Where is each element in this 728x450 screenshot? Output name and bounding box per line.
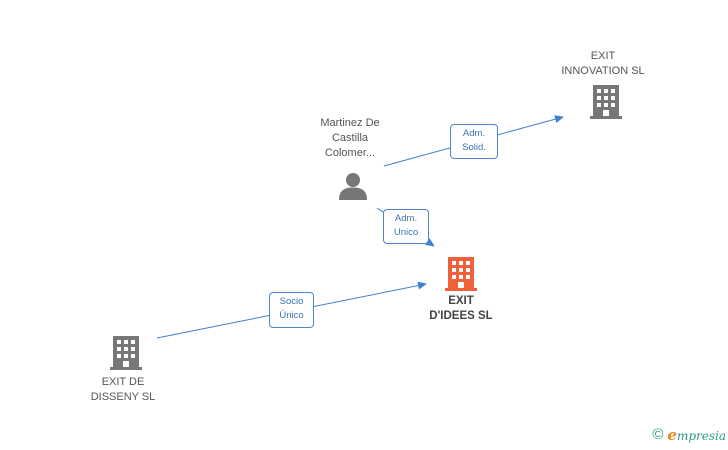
- empresia-logo[interactable]: © empresia: [652, 426, 726, 444]
- copyright-symbol: ©: [652, 426, 664, 443]
- building-icon[interactable]: [110, 336, 142, 370]
- person-node-label[interactable]: Martinez De Castilla Colomer...: [320, 117, 380, 159]
- edge-label-adm-unico[interactable]: Adm. Unico: [383, 209, 429, 244]
- edge-label-socio-unico[interactable]: Socio Único: [269, 292, 314, 328]
- idees-node-label[interactable]: EXIT D'IDEES SL: [429, 295, 493, 322]
- building-icon[interactable]: [590, 85, 622, 119]
- edge-label-adm-solid[interactable]: Adm. Solid.: [450, 124, 498, 159]
- building-icon[interactable]: [445, 257, 477, 291]
- innovation-node-label[interactable]: EXIT INNOVATION SL: [561, 50, 645, 77]
- brand-name: empresia: [667, 426, 726, 444]
- person-icon[interactable]: [338, 171, 368, 201]
- disseny-node-label[interactable]: EXIT DE DISSENY SL: [90, 376, 156, 403]
